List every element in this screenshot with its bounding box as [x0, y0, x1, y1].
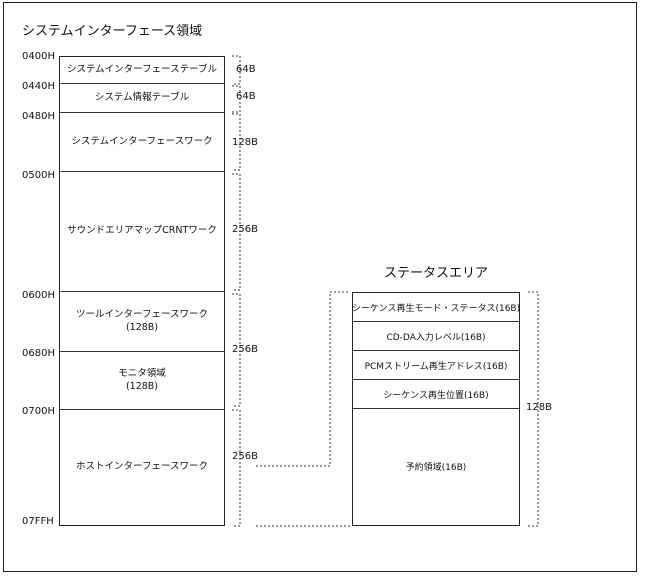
size-label: 64B — [236, 91, 256, 102]
status-area-map: シーケンス再生モード・ステータス(16B) CD-DA入力レベル(16B) PC… — [352, 292, 520, 526]
left-title: システムインターフェース領域 — [22, 24, 203, 39]
memory-block: ツールインターフェースワーク (128B) — [60, 292, 224, 352]
status-block: PCMストリーム再生アドレス(16B) — [353, 351, 519, 380]
size-bracket — [232, 293, 241, 407]
system-interface-memory-map: システムインターフェーステーブル システム情報テーブル システムインターフェース… — [59, 56, 225, 526]
size-label: 128B — [232, 137, 258, 148]
figure-frame — [3, 2, 637, 572]
connector-line — [256, 291, 350, 467]
memory-block: システムインターフェーステーブル — [60, 57, 224, 84]
memory-block: モニタ領域 (128B) — [60, 352, 224, 410]
size-bracket — [232, 173, 241, 291]
size-bracket — [232, 55, 241, 85]
memory-block: サウンドエリアマップCRNTワーク — [60, 172, 224, 292]
status-block: シーケンス再生位置(16B) — [353, 380, 519, 409]
memory-block: システム情報テーブル — [60, 84, 224, 113]
address-label: 0480H — [22, 111, 55, 122]
address-label: 0700H — [22, 406, 55, 417]
status-block: シーケンス再生モード・ステータス(16B) — [352, 293, 520, 322]
size-label: 128B — [526, 402, 552, 413]
size-label: 256B — [232, 344, 258, 355]
size-label: 256B — [232, 451, 258, 462]
size-bracket — [232, 113, 241, 171]
size-bracket — [528, 291, 539, 527]
memory-block: ホストインターフェースワーク — [76, 461, 208, 473]
status-block: CD-DA入力レベル(16B) — [353, 322, 519, 351]
address-label: 0500H — [22, 170, 55, 181]
address-label: 07FFH — [22, 516, 54, 527]
size-label: 256B — [232, 224, 258, 235]
address-label: 0600H — [22, 290, 55, 301]
status-block: 予約領域(16B) — [405, 463, 467, 473]
size-bracket — [232, 85, 241, 113]
right-title: ステータスエリア — [384, 266, 489, 281]
address-label: 0440H — [22, 81, 55, 92]
memory-block: システムインターフェースワーク — [60, 113, 224, 172]
address-label: 0680H — [22, 348, 55, 359]
size-bracket — [232, 409, 241, 527]
address-label: 0400H — [22, 51, 55, 62]
size-label: 64B — [236, 64, 256, 75]
